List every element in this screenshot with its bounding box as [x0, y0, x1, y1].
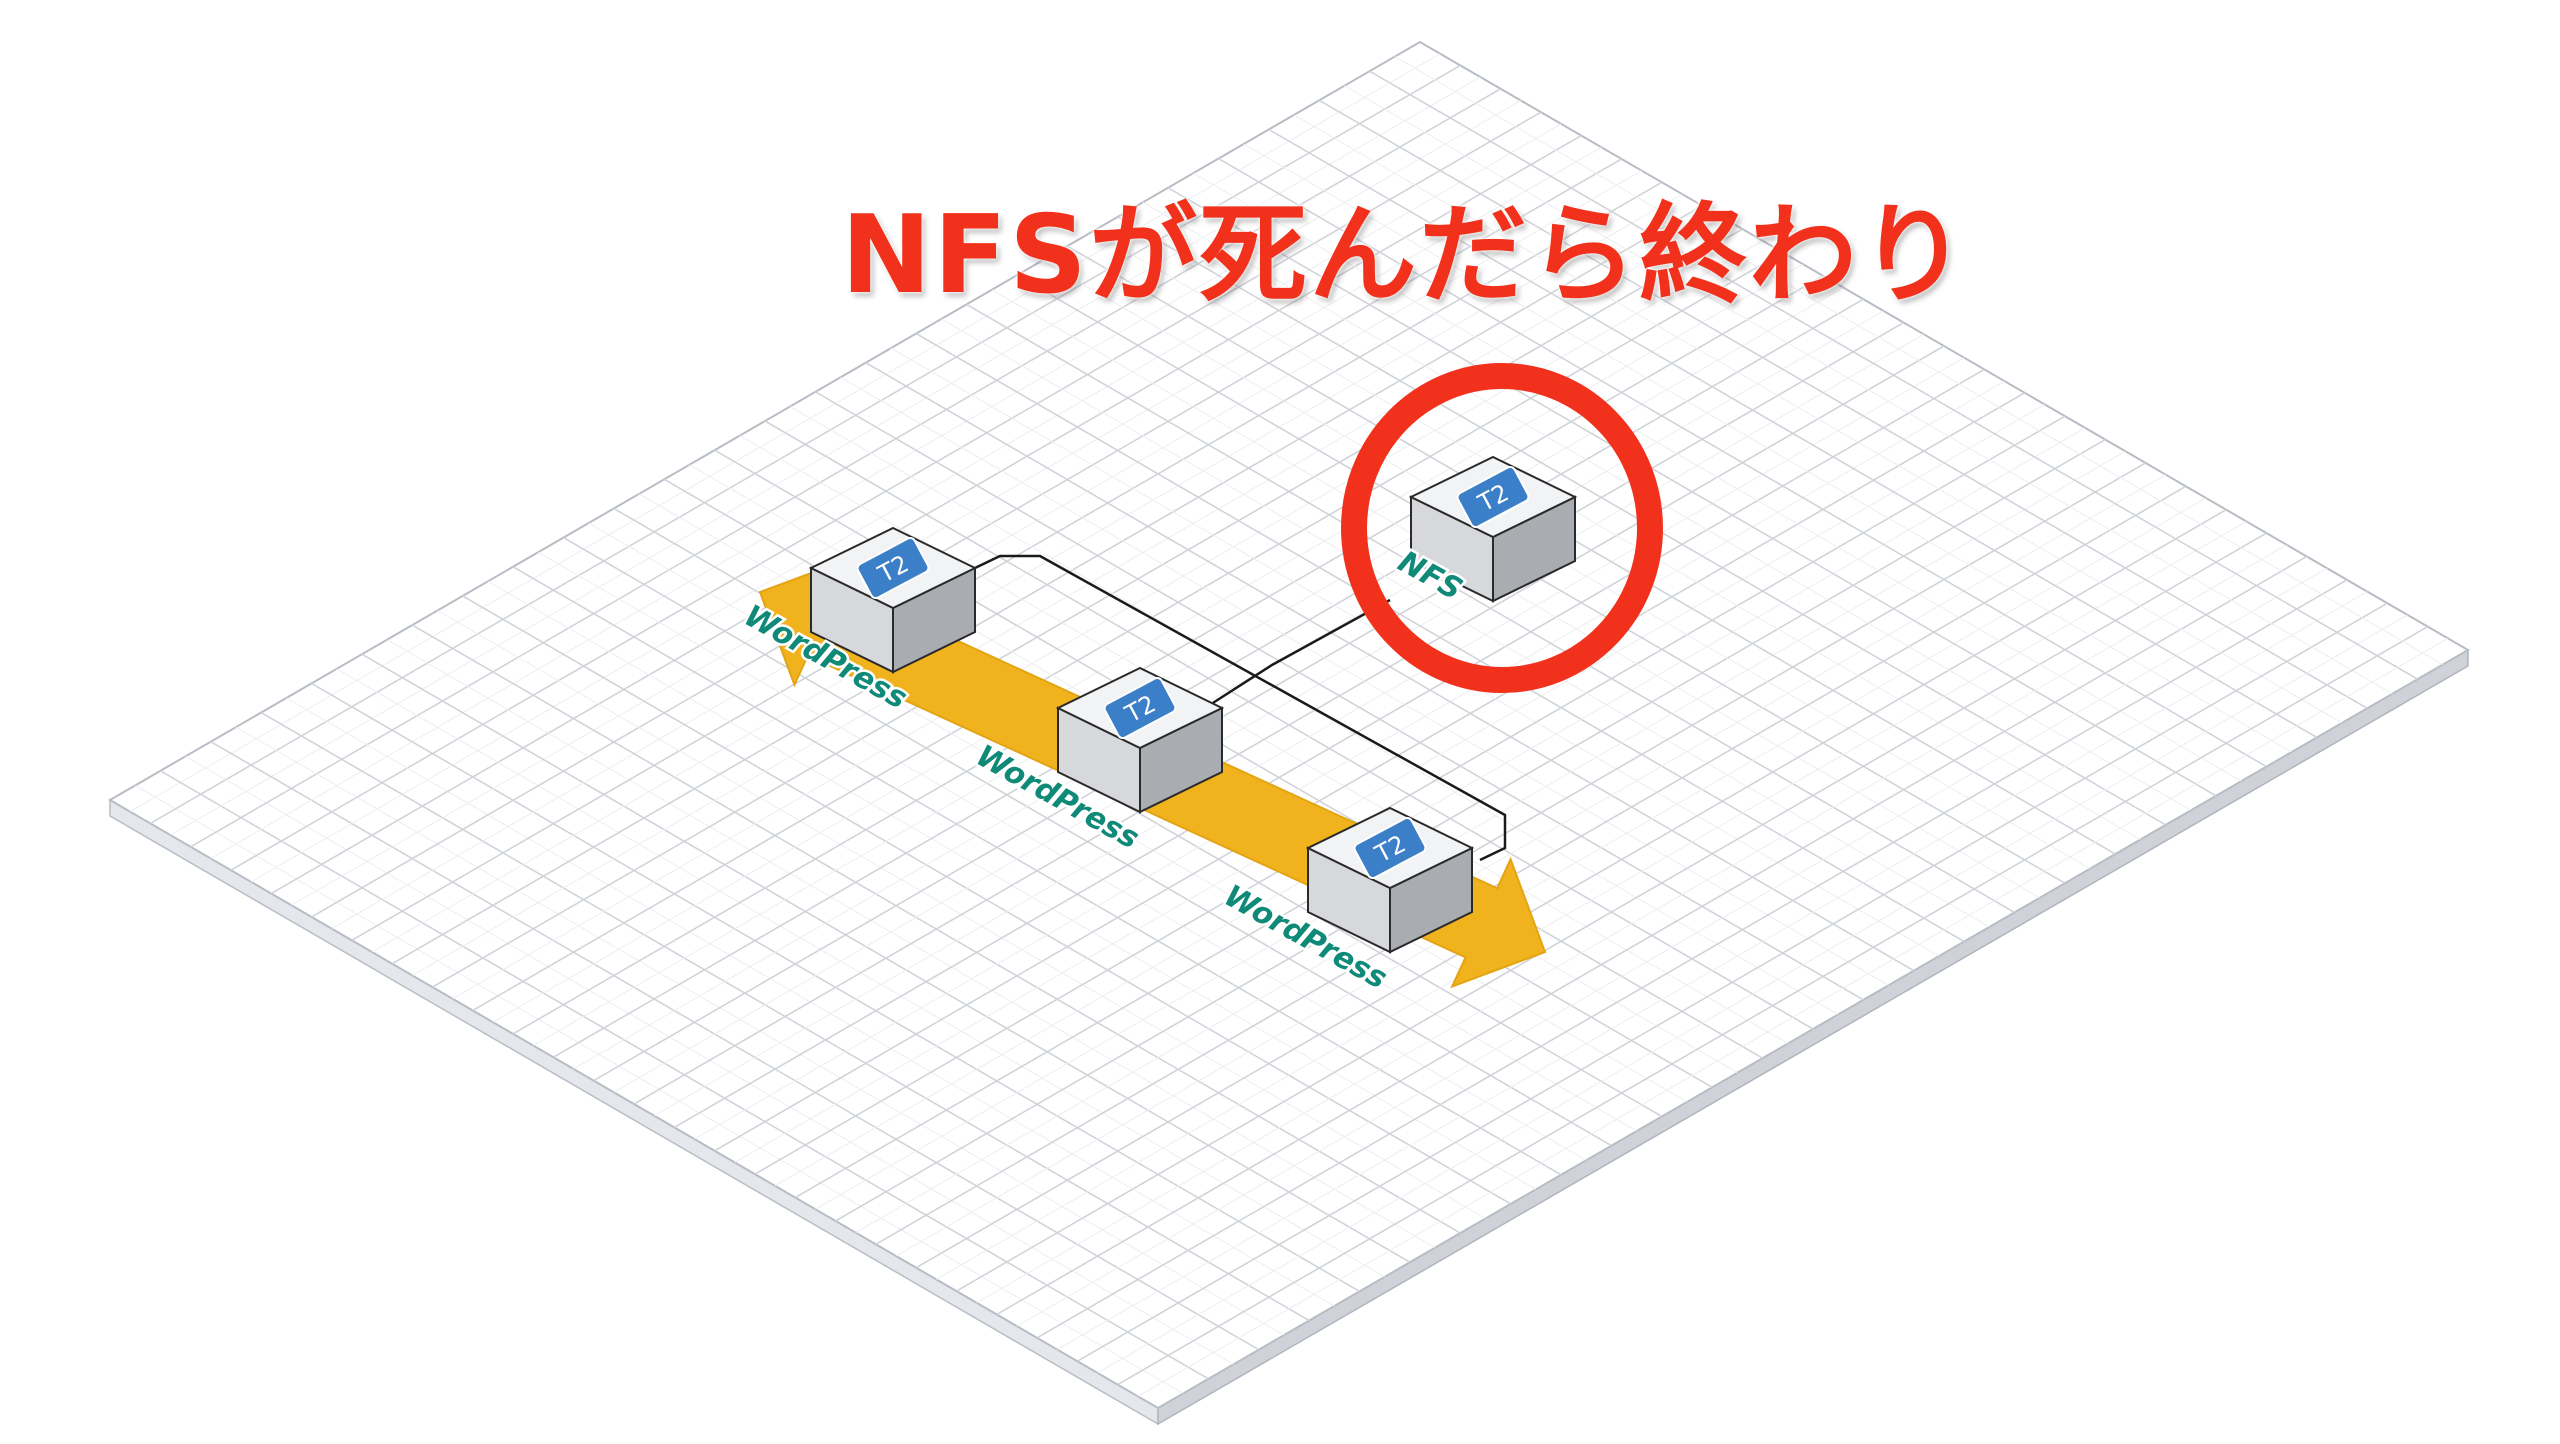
grid-line [895, 497, 2207, 1257]
grid-line [1097, 614, 2408, 1374]
grid-line [1268, 128, 2318, 739]
grid-line [673, 368, 1985, 1129]
grid-line [694, 380, 2005, 1140]
grid-line [1167, 187, 2217, 797]
grid-line [865, 362, 1915, 972]
grid-line [956, 532, 2267, 1292]
grid-line [1369, 70, 2419, 680]
grid-line [855, 474, 2166, 1234]
grid-line [966, 303, 2015, 914]
grid-line [714, 392, 2026, 1152]
grid-line [915, 508, 2227, 1269]
grid-line [840, 376, 1889, 986]
grid-line [936, 520, 2247, 1280]
grid-line [1394, 56, 2444, 666]
grid-line [1293, 114, 2343, 724]
grid-line [815, 450, 2126, 1210]
grid-line [1056, 591, 2368, 1350]
grid-line [835, 462, 2146, 1222]
grid-line [734, 404, 2046, 1163]
grid-line [1036, 579, 2348, 1339]
grid-line [1243, 143, 2292, 753]
grid-line [1016, 567, 2328, 1327]
server-box-icon: T2 [808, 526, 978, 674]
grid-line [1193, 172, 2242, 782]
instance-badge: T2 [856, 536, 930, 600]
server-box-icon: T2 [1408, 455, 1578, 603]
grid-line [789, 405, 1839, 1015]
grid-line [1218, 157, 2267, 768]
grid-line [1318, 99, 2368, 709]
instance-badge: T2 [1353, 816, 1427, 880]
badge-background [1456, 465, 1530, 529]
grid-line [1076, 602, 2388, 1362]
connector-top-web-to-right-web [974, 554, 1507, 862]
grid-line [1137, 637, 2449, 1397]
grid-line [915, 332, 1965, 943]
grid-line [794, 438, 2106, 1199]
grid-line [1142, 201, 2192, 811]
grid-line [1092, 231, 2141, 840]
server-box-icon: T2 [1305, 806, 1475, 954]
grid-line [875, 485, 2187, 1246]
grid-line [754, 415, 2066, 1175]
connector-middle-web-to-nfs [1204, 598, 1391, 710]
grid-line [1066, 245, 2116, 855]
grid-line [941, 318, 1990, 928]
server-box-icon: T2 [1055, 666, 1225, 814]
grid-line [976, 544, 2287, 1304]
grid-line [814, 391, 1864, 1001]
grid-line [1117, 625, 2429, 1386]
connection-lines [974, 554, 1507, 862]
badge-background [856, 536, 930, 600]
instance-badge: T2 [1103, 676, 1177, 740]
badge-background [1103, 676, 1177, 740]
grid-line [764, 420, 1814, 1030]
grid-line [1016, 274, 2066, 884]
badge-background [1353, 816, 1427, 880]
instance-badge: T2 [1456, 465, 1530, 529]
headline-text: NFSが死んだら終わり [841, 193, 1969, 318]
grid-line [774, 427, 2086, 1187]
circle-highlight-icon [1341, 363, 1663, 693]
floor-grid [129, 53, 2449, 1397]
grid-line [1344, 85, 2393, 695]
grid-line [996, 555, 2308, 1316]
grid-line [991, 289, 2040, 899]
grid-line [653, 357, 1965, 1117]
